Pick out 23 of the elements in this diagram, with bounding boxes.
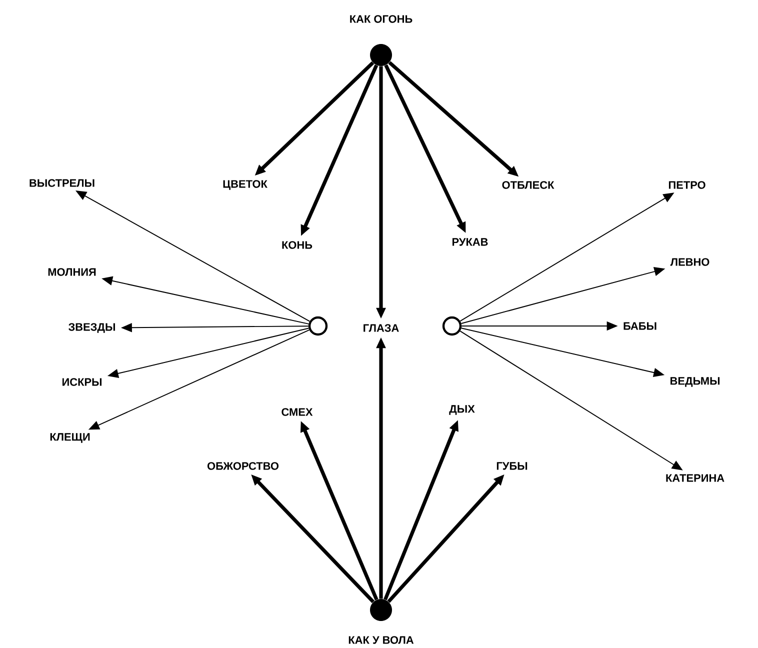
word-label: ВЕДЬМЫ xyxy=(670,377,720,387)
node-label: КАК ОГОНЬ xyxy=(350,15,412,23)
word-label: ОБЖОРСТВО xyxy=(207,462,279,470)
word-label: КЛЕЩИ xyxy=(50,433,90,443)
word-label: ГУБЫ xyxy=(496,462,528,470)
word-label: ЦВЕТОК xyxy=(223,180,268,190)
word-label: МОЛНИЯ xyxy=(48,268,96,276)
open-circle xyxy=(308,316,328,336)
word-label: БАБЫ xyxy=(624,322,656,330)
node-label: КАК У ВОЛА xyxy=(348,636,414,644)
word-label: ЗВЕЗДЫ xyxy=(68,323,115,333)
word-label: ПЕТРО xyxy=(668,181,706,189)
word-label: ОТБЛЕСК xyxy=(502,181,554,189)
word-label: КАТЕРИНА xyxy=(666,474,724,482)
word-label: ИСКРЫ xyxy=(62,378,102,386)
word-label: ДЫХ xyxy=(449,405,475,415)
word-label: ЛЕВНО xyxy=(670,258,710,266)
word-label: СМЕХ xyxy=(282,408,313,416)
open-circle xyxy=(442,316,462,336)
word-label: ГЛАЗА xyxy=(364,324,399,332)
word-label: РУКАВ xyxy=(452,238,488,246)
word-label: КОНЬ xyxy=(282,241,312,249)
word-label: ВЫСТРЕЛЫ xyxy=(30,179,94,187)
